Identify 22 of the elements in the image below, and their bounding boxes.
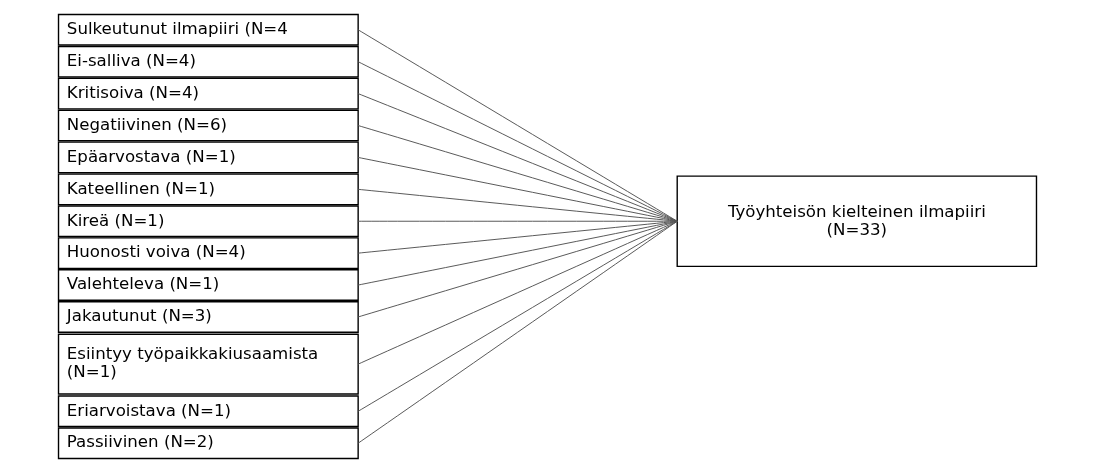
connector [357,188,678,222]
connector [357,28,678,222]
connector [357,156,678,222]
node-box: Epäarvostava (N=1) [57,140,359,173]
connector [357,124,678,222]
node-box: Eriarvoistava (N=1) [57,394,359,427]
connector [357,60,678,222]
node-box: Ei-salliva (N=4) [57,45,359,78]
node-box: Työyhteisön kielteinen ilmapiiri (N=33) [676,174,1037,267]
node-box: Jakautunut (N=3) [57,300,359,333]
node-box: Kireä (N=1) [57,204,359,237]
node-box: Sulkeutunut ilmapiiri (N=4 [57,13,359,46]
node-box: Kateellinen (N=1) [57,172,359,205]
connector [357,220,678,317]
connector [357,220,678,365]
connector [357,92,678,222]
node-box: Huonosti voiva (N=4) [57,236,359,269]
node-box: Negatiivinen (N=6) [57,109,359,141]
node-box: Esiintyy työpaikkakiusaamista (N=1) [57,333,359,395]
node-box: Kritisoiva (N=4) [57,77,359,110]
node-box: Passiivinen (N=2) [57,426,359,459]
node-box: Valehteleva (N=1) [57,268,359,301]
